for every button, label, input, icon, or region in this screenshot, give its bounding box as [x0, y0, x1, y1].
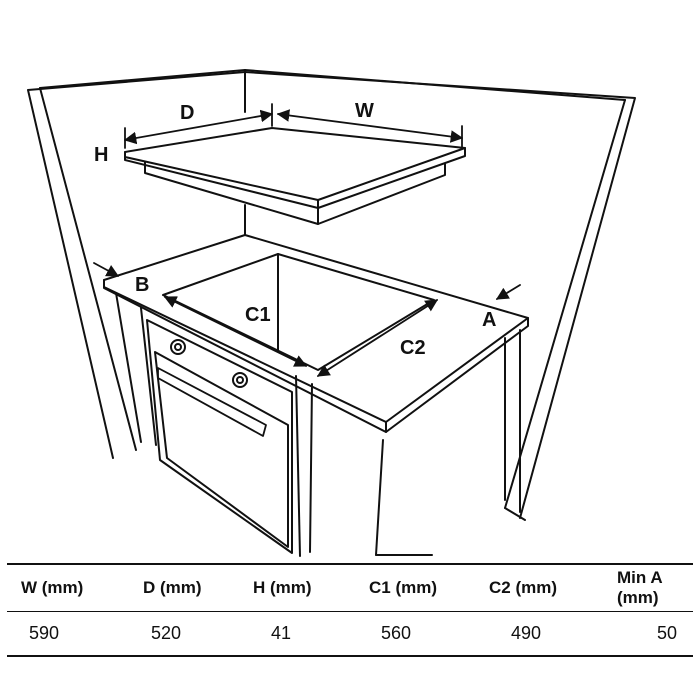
table-cell: 490 [511, 623, 542, 643]
table-cell: 560 [381, 623, 412, 643]
dimension-w-line [276, 109, 464, 143]
table-row: 590 520 41 560 490 50 [7, 612, 693, 657]
table-header-cell: H (mm) [241, 564, 359, 612]
table-header-cell: W (mm) [7, 564, 129, 612]
dimension-b-arrow [93, 262, 120, 277]
dimensions-table: W (mm) D (mm) H (mm) C1 (mm) C2 (mm) Min… [7, 563, 693, 657]
label-a: A [482, 309, 496, 331]
oven-knob [170, 339, 186, 355]
label-w: W [355, 100, 374, 122]
table-cell: 520 [151, 623, 182, 643]
oven [146, 319, 293, 554]
table-cell: 41 [271, 623, 292, 643]
label-c1: C1 [245, 304, 271, 326]
table-cell: 50 [657, 623, 678, 643]
table-header-cell: D (mm) [129, 564, 241, 612]
oven-knob [232, 372, 248, 388]
dimension-d-line [123, 109, 274, 145]
label-d: D [180, 102, 194, 124]
hob-installation-diagram: D W H B A C1 C2 [27, 69, 636, 557]
table-cell: 590 [29, 623, 60, 643]
dimension-lines [93, 103, 521, 377]
hob [124, 127, 466, 225]
table-header-cell: Min A (mm) [611, 564, 693, 612]
dimension-c2-line [316, 299, 439, 377]
dimension-c1-line [163, 296, 308, 367]
worktop [103, 234, 529, 433]
table-header-row: W (mm) D (mm) H (mm) C1 (mm) C2 (mm) Min… [7, 564, 693, 612]
cabinet [115, 292, 521, 557]
table-header-cell: C1 (mm) [359, 564, 481, 612]
worktop-cutout [162, 253, 435, 371]
label-h: H [94, 144, 108, 166]
label-b: B [135, 274, 149, 296]
label-c2: C2 [400, 337, 426, 359]
table-header-cell: C2 (mm) [481, 564, 611, 612]
wall [27, 69, 636, 521]
dimension-a-arrow [495, 284, 521, 300]
